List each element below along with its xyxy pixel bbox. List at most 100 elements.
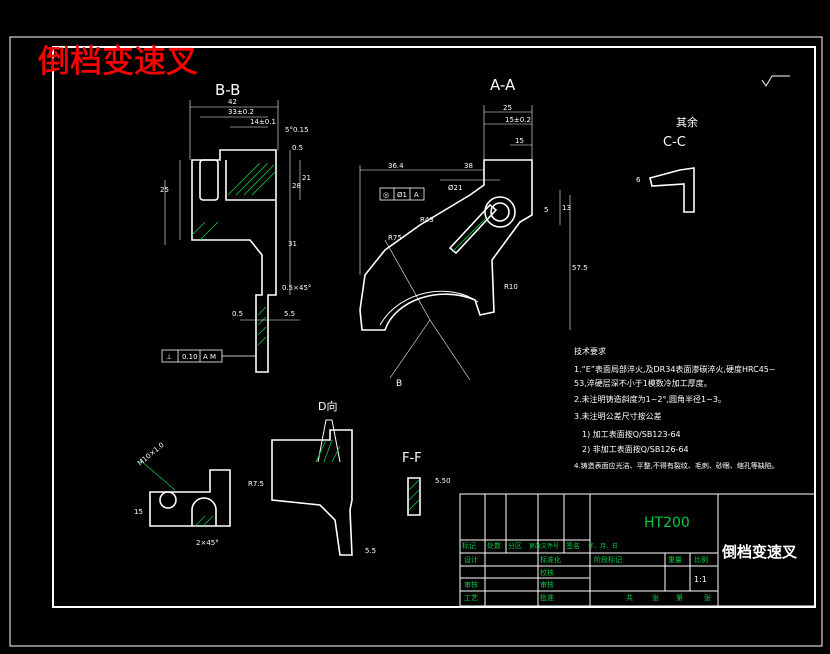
dim-text: 57.5 <box>572 264 588 272</box>
dim-text: 0.5 <box>232 310 243 318</box>
tol-symbol: ◎ <box>383 191 389 199</box>
dim-text: 5 <box>544 206 548 214</box>
dim-text: R75 <box>388 234 402 242</box>
view-label-cc: C-C <box>663 135 686 150</box>
dim-text: 5.5 <box>365 547 376 555</box>
dim-text: 0.5 <box>292 144 303 152</box>
dim-text: 42 <box>228 98 237 106</box>
tb-label: 设计 <box>464 555 478 564</box>
tb-header: 签名 <box>566 541 580 550</box>
view-label-ff: F-F <box>402 451 422 466</box>
tb-header: 处数 <box>487 541 501 550</box>
tb-header: 分区 <box>508 541 522 550</box>
roughness-symbol-icon <box>761 75 790 87</box>
tol-datum: A M <box>203 353 216 361</box>
tech-line: 4.铸造表面应光洁、平整,不得有裂纹、毛刺、砂眼、缩孔等缺陷。 <box>574 461 779 470</box>
dim-text: Ø21 <box>448 184 462 192</box>
tech-line: 2.未注明铸造斜度为1~2°,圆角半径1~3。 <box>574 394 726 404</box>
view-label-aa: A-A <box>490 76 516 94</box>
hatch-ff <box>408 479 420 511</box>
hatch-bottom-left <box>139 459 214 527</box>
tolerance-frame-aa <box>379 187 425 201</box>
section-arrow-label: B <box>396 379 402 389</box>
tb-sheet: 共 <box>626 593 633 602</box>
dim-text: 28 <box>292 182 301 190</box>
tb-label: 标准化 <box>540 555 561 564</box>
tb-header: 标记 <box>462 541 476 550</box>
tb-stage: 比例 <box>694 555 708 564</box>
view-bb <box>191 149 277 373</box>
view-d <box>271 419 353 556</box>
dim-text: 38 <box>464 162 473 170</box>
tb-scale: 1:1 <box>694 575 707 584</box>
tech-requirements: 技术要求 1.“E”表面局部淬火,及DR34表面渗碳淬火,硬度HRC45~ 53… <box>574 346 779 470</box>
dim-text: 13 <box>562 204 571 212</box>
material: HT200 <box>644 515 690 531</box>
dim-text: 36.4 <box>388 162 404 170</box>
tb-header: 年、月、日 <box>588 542 618 550</box>
dim-text: 25 <box>160 186 169 194</box>
dim-text: 5°0.15 <box>285 126 309 134</box>
tol-value: 0.10 <box>182 353 198 361</box>
dim-text: 21 <box>302 174 311 182</box>
tb-label: 批准 <box>540 593 554 602</box>
tech-line: 53,淬硬层深不小于1模数冷加工厚度。 <box>574 378 712 388</box>
view-aa <box>359 159 533 331</box>
tb-label: 工艺 <box>464 594 478 602</box>
dim-text: 15 <box>134 508 143 516</box>
tb-label: 校核 <box>540 568 554 577</box>
dim-text: 0.5×45° <box>282 284 311 292</box>
roughness-note: 其余 <box>676 115 698 129</box>
tb-label: 审核 <box>464 580 478 589</box>
tech-line: 3.未注明公差尺寸按公差 <box>574 411 662 421</box>
tol-datum: A <box>414 191 419 199</box>
dim-text: 5.5 <box>284 310 295 318</box>
view-bottom-left <box>149 469 231 527</box>
tol-symbol: ⊥ <box>166 353 172 361</box>
dim-text: 6 <box>636 176 641 184</box>
dim-text: R10 <box>504 283 518 291</box>
hatch-aa <box>451 217 487 253</box>
dim-text-aa: 25 15±0.2 15 36.4 38 Ø21 R75 R43 R10 57.… <box>388 104 588 291</box>
tb-sheet: 张 <box>704 593 711 602</box>
part-name: 倒档变速叉 <box>721 543 798 561</box>
title-block-text: 标记 处数 分区 更改文件号 签名 年、月、日 设计 标准化 校核 审核 审核 … <box>462 541 711 602</box>
view-label-bb: B-B <box>215 81 240 99</box>
dim-text: 15 <box>515 137 524 145</box>
dim-text: 31 <box>288 240 297 248</box>
dim-lines-aa <box>359 105 571 381</box>
dim-text: 25 <box>503 104 512 112</box>
dim-text: 33±0.2 <box>228 108 254 116</box>
tolerance-frame-bb <box>161 349 256 363</box>
dim-text: M10×1.0 <box>136 441 166 468</box>
title-overlay: 倒档变速叉 <box>38 42 198 80</box>
tb-label: 审核 <box>540 580 554 589</box>
inner-frame <box>52 46 816 608</box>
dim-text: 15±0.2 <box>505 116 531 124</box>
hatch-bb <box>191 162 276 346</box>
tb-stage: 重量 <box>668 556 682 564</box>
dim-text: 2×45° <box>196 539 219 547</box>
dim-text-bb: 42 33±0.2 14±0.1 5°0.15 0.5 25 28 21 31 … <box>160 98 311 318</box>
dim-text: 5.50 <box>435 477 451 485</box>
tech-line: 1.“E”表面局部淬火,及DR34表面渗碳淬火,硬度HRC45~ <box>574 364 776 374</box>
outer-frame <box>9 36 823 647</box>
tb-sheet: 第 <box>676 593 683 602</box>
view-label-d: D向 <box>318 399 337 413</box>
dim-text: R43 <box>420 216 434 224</box>
dim-text: R7.5 <box>248 480 264 488</box>
hatch-d <box>315 439 341 463</box>
view-ff <box>407 477 421 516</box>
tb-sheet: 张 <box>652 593 659 602</box>
tech-heading: 技术要求 <box>574 346 606 356</box>
tech-line: 1) 加工表面按Q/SB123-64 <box>582 429 681 439</box>
tb-stage: 阶段标记 <box>594 555 622 564</box>
title-block <box>459 493 816 607</box>
tb-header: 更改文件号 <box>529 542 559 550</box>
dim-text: 14±0.1 <box>250 118 276 126</box>
tech-line: 2) 非加工表面按Q/SB126-64 <box>582 444 689 454</box>
view-cc <box>649 167 695 213</box>
dim-lines-bb <box>164 100 301 321</box>
tol-value: Ø1 <box>397 191 407 199</box>
